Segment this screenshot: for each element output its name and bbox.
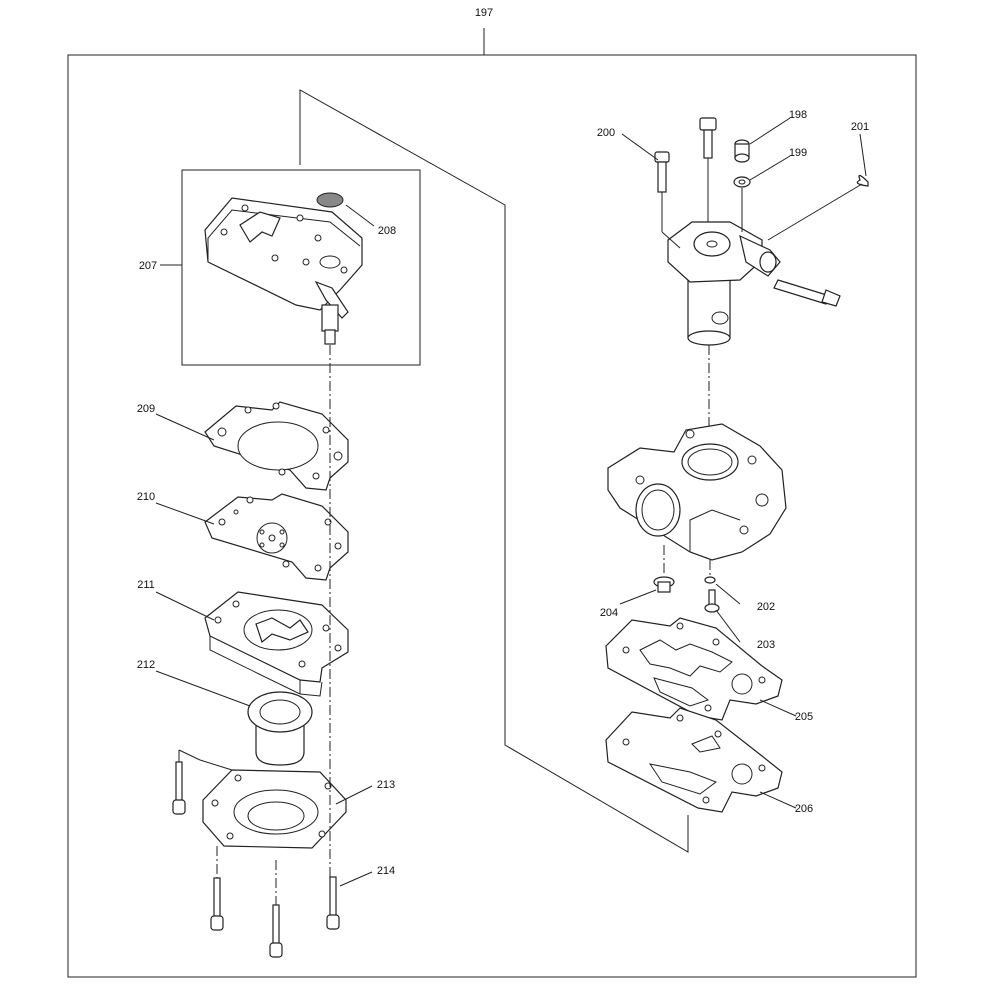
- metering-gasket-205[interactable]: [605, 617, 783, 721]
- pump-cover-inset-box: [181, 169, 421, 366]
- carburetor-body[interactable]: [607, 423, 787, 561]
- part-label-200[interactable]: 200: [597, 127, 615, 139]
- part-label-214[interactable]: 214: [377, 865, 395, 877]
- assembly-frame: 197: [67, 7, 917, 978]
- part-label-209[interactable]: 209: [137, 403, 155, 415]
- part-label-204[interactable]: 204: [600, 607, 618, 619]
- screw-214-a[interactable]: [172, 761, 186, 815]
- screw-top-unlabeled[interactable]: [699, 117, 717, 159]
- right-axis-lines: [661, 158, 863, 576]
- part-labels: 207 208 209 210 211 212 213 214 200 198 …: [137, 109, 869, 877]
- o-ring-202[interactable]: [704, 576, 716, 584]
- part-label-198[interactable]: 198: [789, 109, 807, 121]
- screw-214-b[interactable]: [210, 877, 224, 931]
- part-label-213[interactable]: 213: [377, 779, 395, 791]
- primer-bulb-212[interactable]: [247, 691, 313, 766]
- screw-214-c[interactable]: [269, 904, 283, 958]
- part-label-201[interactable]: 201: [851, 121, 869, 133]
- part-label-202[interactable]: 202: [757, 601, 775, 613]
- pump-cover-207[interactable]: [204, 197, 363, 345]
- metering-diaphragm-206[interactable]: [605, 707, 783, 813]
- pump-body-211[interactable]: [204, 591, 349, 697]
- screw-200[interactable]: [654, 151, 670, 193]
- part-label-197[interactable]: 197: [475, 7, 493, 19]
- part-label-206[interactable]: 206: [795, 803, 813, 815]
- part-label-207[interactable]: 207: [139, 260, 157, 272]
- plug-204[interactable]: [653, 576, 675, 593]
- retainer-plate-213[interactable]: [202, 769, 347, 849]
- screw-214-d[interactable]: [326, 876, 340, 930]
- washer-199[interactable]: [733, 176, 751, 188]
- needle-203[interactable]: [704, 589, 720, 613]
- kit-boundary-line: [299, 89, 689, 853]
- diaphragm-210[interactable]: [204, 493, 349, 581]
- part-label-210[interactable]: 210: [137, 491, 155, 503]
- cap-198[interactable]: [734, 139, 750, 163]
- throttle-lever-assembly[interactable]: [667, 221, 781, 346]
- part-label-199[interactable]: 199: [789, 147, 807, 159]
- e-clip-201[interactable]: [856, 174, 869, 187]
- part-label-208[interactable]: 208: [378, 225, 396, 237]
- part-label-212[interactable]: 212: [137, 659, 155, 671]
- part-label-205[interactable]: 205: [795, 711, 813, 723]
- leader-lines: [155, 117, 867, 887]
- left-axis-lines: [178, 345, 331, 905]
- adjust-screw-right[interactable]: [773, 279, 841, 307]
- filter-screen-208[interactable]: [316, 192, 344, 208]
- gasket-209[interactable]: [204, 401, 349, 491]
- part-label-203[interactable]: 203: [757, 639, 775, 651]
- part-label-211[interactable]: 211: [137, 579, 155, 591]
